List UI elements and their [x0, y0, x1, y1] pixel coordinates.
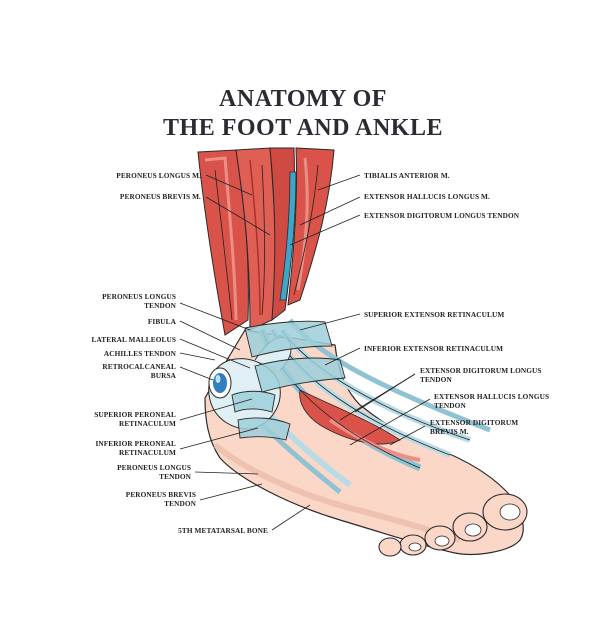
label-superior-peroneal-retinaculum-1: SUPERIOR PERONEAL — [94, 410, 176, 419]
label-retrocalcaneal-bursa-1: RETROCALCANEAL — [102, 362, 176, 371]
label-extensor-digitorum-longus-tendon-top: EXTENSOR DIGITORUM LONGUS TENDON — [364, 211, 520, 220]
inferior-extensor-retinaculum-band — [254, 357, 346, 393]
label-peroneus-longus-tendon-upper-2: TENDON — [144, 301, 176, 310]
label-inferior-extensor-retinaculum: INFERIOR EXTENSOR RETINACULUM — [364, 344, 503, 353]
label-extensor-hallucis-longus-tendon-1: EXTENSOR HALLUCIS LONGUS — [434, 392, 549, 401]
label-peroneus-brevis-m: PERONEUS BREVIS M. — [120, 192, 201, 201]
label-extensor-digitorum-brevis-m-2: BREVIS M. — [430, 427, 469, 436]
label-lateral-malleolus: LATERAL MALLEOLUS — [92, 335, 176, 344]
title-line-1: ANATOMY OF — [219, 86, 387, 112]
label-peroneus-longus-tendon-lower-2: TENDON — [159, 472, 191, 481]
label-superior-extensor-retinaculum: SUPERIOR EXTENSOR RETINACULUM — [364, 310, 504, 319]
label-fifth-metatarsal-bone: 5TH METATARSAL BONE — [178, 526, 268, 535]
toes — [378, 493, 528, 557]
inferior-peroneal-retinaculum-band — [237, 417, 291, 441]
label-peroneus-longus-tendon-lower-1: PERONEUS LONGUS — [117, 463, 191, 472]
fifth-toe — [378, 537, 402, 557]
label-superior-peroneal-retinaculum-2: RETINACULUM — [119, 419, 176, 428]
label-fibula: FIBULA — [148, 317, 177, 326]
label-extensor-hallucis-longus-tendon-2: TENDON — [434, 401, 466, 410]
label-peroneus-longus-m: PERONEUS LONGUS M. — [116, 171, 201, 180]
label-extensor-digitorum-longus-tendon-lower-2: TENDON — [420, 375, 452, 384]
title-line-2: THE FOOT AND ANKLE — [163, 115, 443, 141]
label-peroneus-longus-tendon-upper-1: PERONEUS LONGUS — [102, 292, 176, 301]
labels-right: TIBIALIS ANTERIOR M. EXTENSOR HALLUCIS L… — [364, 171, 549, 436]
superior-extensor-retinaculum-band — [244, 320, 333, 358]
leg-muscles — [197, 147, 335, 336]
label-extensor-digitorum-longus-tendon-lower-1: EXTENSOR DIGITORUM LONGUS — [420, 366, 542, 375]
label-peroneus-brevis-tendon-1: PERONEUS BREVIS — [126, 490, 196, 499]
label-extensor-digitorum-brevis-m-1: EXTENSOR DIGITORUM — [430, 418, 518, 427]
label-extensor-hallucis-longus-m: EXTENSOR HALLUCIS LONGUS M. — [364, 192, 490, 201]
superior-peroneal-retinaculum-band — [231, 390, 276, 413]
label-retrocalcaneal-bursa-2: BURSA — [151, 371, 177, 380]
label-inferior-peroneal-retinaculum-2: RETINACULUM — [119, 448, 176, 457]
labels-left: PERONEUS LONGUS M. PERONEUS BREVIS M. PE… — [92, 171, 268, 535]
label-tibialis-anterior-m: TIBIALIS ANTERIOR M. — [364, 171, 450, 180]
leader-lines — [179, 174, 431, 531]
label-peroneus-brevis-tendon-2: TENDON — [164, 499, 196, 508]
label-inferior-peroneal-retinaculum-1: INFERIOR PERONEAL — [95, 439, 176, 448]
label-achilles-tendon: ACHILLES TENDON — [104, 349, 177, 358]
retrocalcaneal-bursa — [208, 367, 232, 399]
retinacula — [231, 320, 346, 441]
